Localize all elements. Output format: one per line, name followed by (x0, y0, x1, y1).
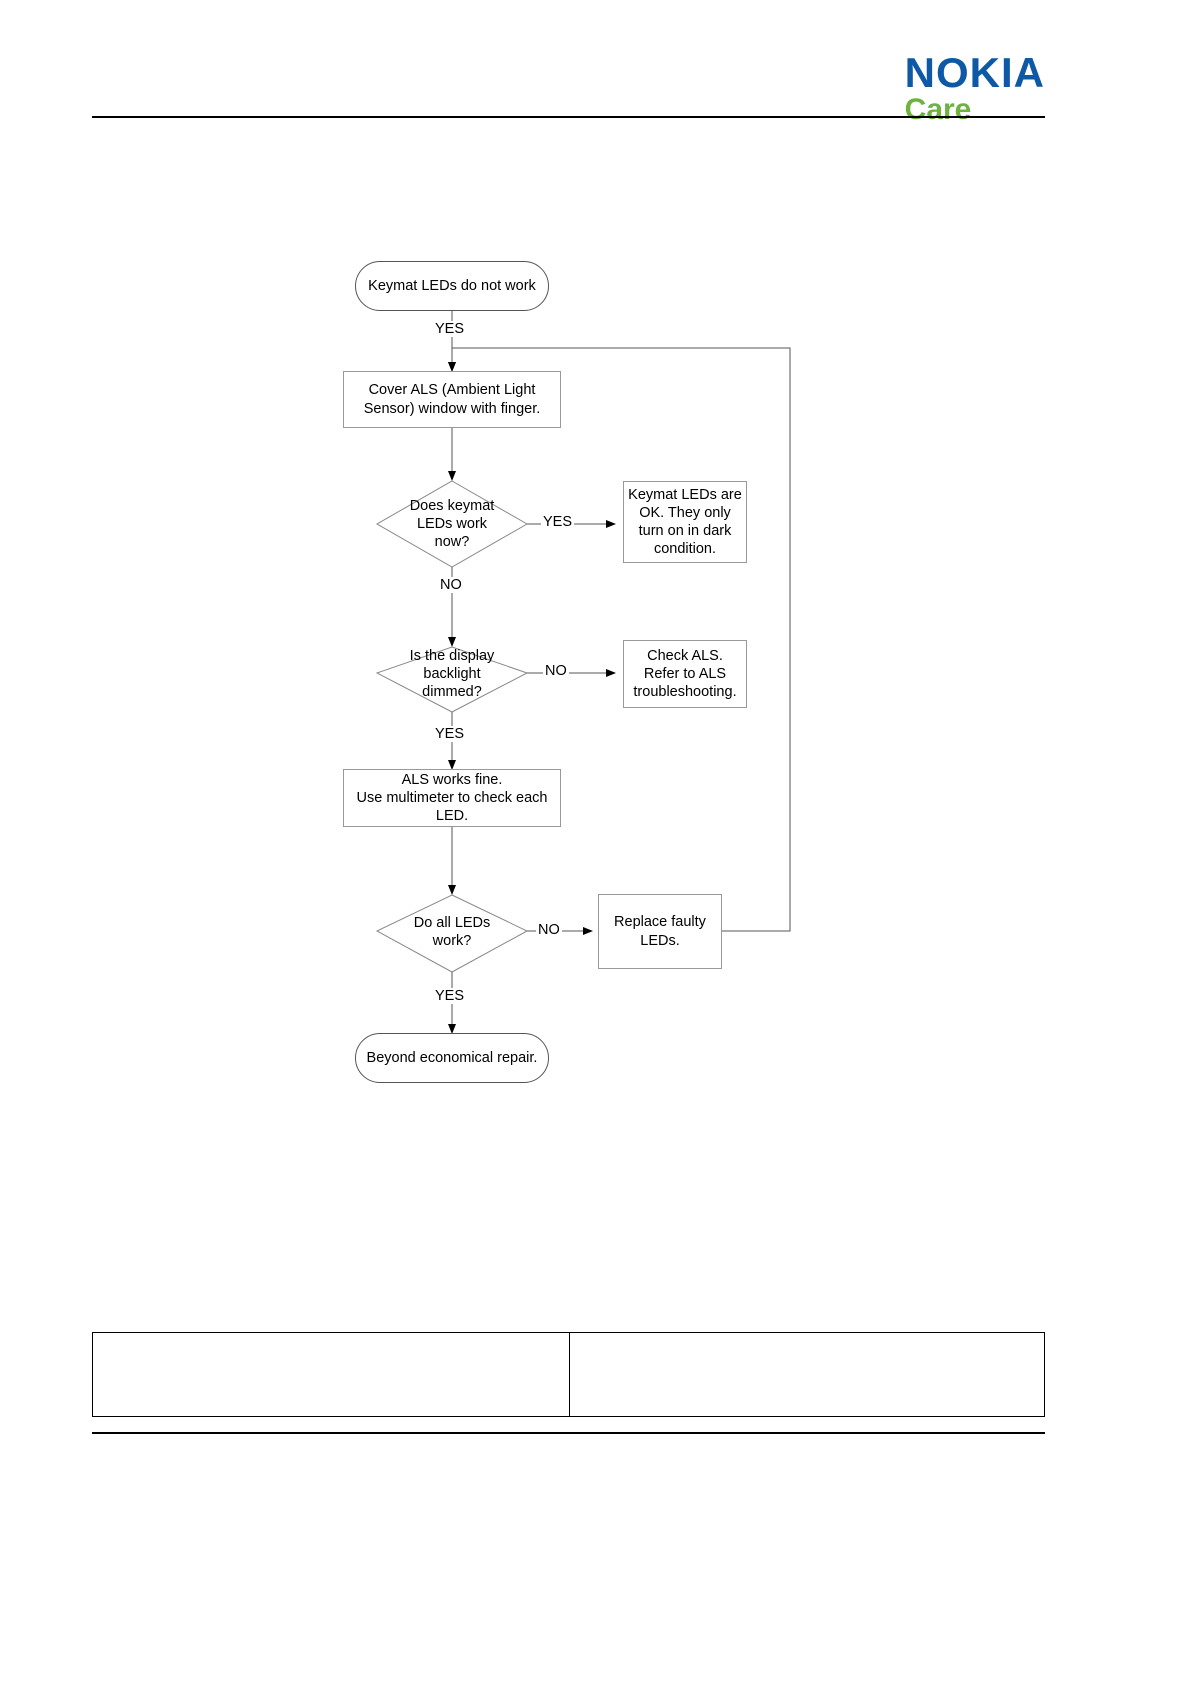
node-als-works-fine[interactable]: ALS works fine. Use multimeter to check … (343, 769, 561, 827)
node-decision-all-leds-line2: work? (432, 933, 472, 949)
node-replace-leds-line1: Replace faulty (614, 914, 706, 931)
node-decision-all-leds[interactable]: Do all LEDs work? (392, 912, 512, 952)
node-check-als-line3: troubleshooting. (633, 684, 737, 701)
edge-label-keymat-yes: YES (541, 514, 575, 530)
node-decision-keymat-line1: Does keymat (409, 497, 495, 514)
node-decision-keymat-line3: now? (434, 534, 470, 551)
node-als-works-fine-line1: ALS works fine. (401, 771, 503, 788)
node-beyond-economical-repair-label: Beyond economical repair. (366, 1049, 538, 1066)
edge-label-all-leds-yes: YES (433, 988, 467, 1004)
node-cover-als-line2: Sensor) window with finger. (363, 400, 541, 417)
node-start-label: Keymat LEDs do not work (368, 277, 536, 294)
node-cover-als[interactable]: Cover ALS (Ambient Light Sensor) window … (343, 371, 561, 428)
nokia-care-logo: NOKIA Care (905, 52, 1045, 125)
node-beyond-economical-repair[interactable]: Beyond economical repair. (355, 1033, 549, 1083)
node-decision-backlight-line2: backlight (423, 665, 481, 682)
footer-divider (92, 1432, 1045, 1434)
node-leds-ok-line4: condition. (653, 541, 717, 558)
node-leds-ok-line3: turn on in dark (638, 523, 732, 539)
node-decision-backlight-line1: Is the display (409, 647, 495, 664)
node-check-als-line2: Refer to ALS (643, 665, 727, 682)
node-start[interactable]: Keymat LEDs do not work (355, 261, 549, 311)
node-leds-ok[interactable]: Keymat LEDs are OK. They only turn on in… (623, 481, 747, 563)
node-check-als[interactable]: Check ALS. Refer to ALS troubleshooting. (623, 640, 747, 708)
footer-table (92, 1332, 1045, 1417)
node-decision-backlight-line3: dimmed? (422, 684, 482, 701)
node-decision-keymat-line2: LEDs work (416, 515, 488, 532)
care-wordmark: Care (904, 93, 972, 126)
header-divider (92, 116, 1045, 118)
node-als-works-fine-line3: LED. (435, 808, 469, 825)
footer-cell-left (93, 1333, 569, 1416)
node-leds-ok-line1: Keymat LEDs are (628, 486, 742, 503)
footer-cell-right (570, 1333, 1046, 1416)
node-als-works-fine-line2: Use multimeter to check each (356, 789, 548, 806)
node-leds-ok-line2: OK. They only (639, 504, 731, 521)
node-check-als-line1: Check ALS. (647, 647, 723, 664)
edge-label-backlight-no: NO (543, 663, 569, 679)
node-replace-leds-line2: LEDs. (640, 932, 680, 949)
node-decision-backlight[interactable]: Is the display backlight dimmed? (392, 643, 512, 705)
edge-label-all-leds-no: NO (536, 922, 562, 938)
node-cover-als-line1: Cover ALS (Ambient Light (368, 382, 536, 399)
node-replace-leds[interactable]: Replace faulty LEDs. (598, 894, 722, 969)
nokia-wordmark: NOKIA (904, 49, 1045, 96)
edge-label-start-yes: YES (433, 321, 467, 337)
node-decision-keymat[interactable]: Does keymat LEDs work now? (392, 493, 512, 555)
footer-table-divider (569, 1333, 570, 1416)
edge-label-backlight-yes: YES (433, 726, 467, 742)
node-decision-all-leds-line1: Do all LEDs (413, 914, 491, 931)
edge-label-keymat-no: NO (438, 577, 464, 593)
